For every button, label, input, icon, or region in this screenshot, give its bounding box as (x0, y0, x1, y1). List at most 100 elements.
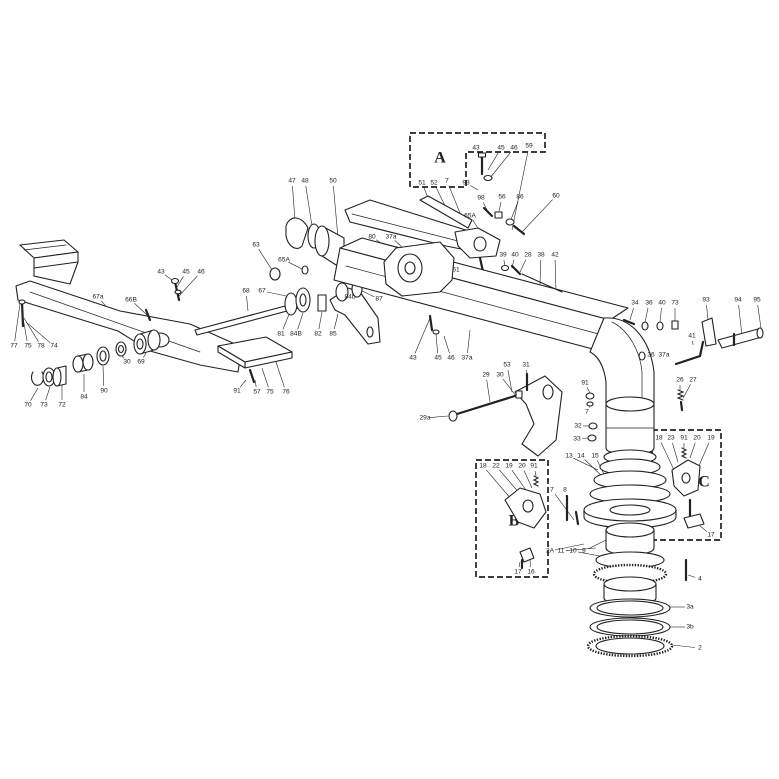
leader-line (511, 469, 527, 491)
part-number-label: 26 (676, 377, 684, 384)
hub-bore (136, 338, 144, 350)
part-number-label: 11 (558, 548, 565, 555)
leader-line (586, 387, 591, 394)
leader-line (699, 525, 708, 533)
leader-line (689, 442, 696, 459)
part-number-label: 85 (329, 331, 337, 338)
part-number-label: 91 (530, 463, 538, 470)
detail-b-bracket-hole (522, 499, 534, 513)
leader-line (534, 470, 537, 477)
foot-plate-rib (23, 244, 67, 251)
part-number-label: 43 (409, 355, 417, 362)
leader-line (659, 307, 662, 323)
boom-nut (500, 264, 510, 272)
part-number-label: 18 (655, 435, 663, 442)
part-number-label: 15 (591, 453, 599, 460)
part-number-label: 72 (58, 402, 66, 409)
detail-b-clip (519, 547, 535, 563)
leader-line (697, 442, 710, 469)
detail-a-pin (482, 206, 494, 218)
swivel-washer-2 (587, 434, 597, 442)
leader-line (176, 276, 184, 288)
spacer-hole (117, 344, 125, 354)
part-number-label: 84 (80, 394, 88, 401)
leader-line (275, 361, 285, 388)
part-number-label: 65A (278, 257, 290, 264)
leader-line (682, 384, 691, 399)
part-number-label: 17 (707, 532, 715, 539)
part-number-label: 74 (50, 343, 58, 350)
part-number-label: 19 (505, 463, 513, 470)
bent-rod (674, 340, 705, 366)
detail-a-block (494, 211, 503, 219)
part-number-label: 7 (585, 409, 589, 416)
part-number-label: 73 (40, 402, 48, 409)
part-number-label: 91 (581, 380, 589, 387)
part-number-label: 94 (734, 297, 742, 304)
upper-arm-edge (351, 213, 463, 243)
leader-line (164, 274, 173, 281)
pedal-bolt (248, 368, 256, 384)
bracket-block (317, 294, 327, 312)
part-number-label: 67a (92, 294, 103, 301)
part-number-label: 18 (479, 463, 487, 470)
part-number-label: 13 (565, 453, 573, 460)
part-number-label: 46 (510, 145, 518, 152)
leader-line (706, 304, 709, 321)
leader-line (333, 313, 339, 330)
leader-line (672, 442, 679, 463)
leader-line (577, 551, 601, 557)
detail-a-washer (505, 218, 515, 226)
part-number-label: 52 (430, 180, 438, 187)
part-number-label: 3b (686, 624, 694, 631)
leader-line (239, 379, 247, 388)
leader-line (489, 151, 512, 179)
rod-ring (269, 267, 281, 281)
leader-line (435, 333, 438, 354)
detail-c-spring (680, 447, 688, 459)
bracket-eye (542, 384, 554, 400)
leader-line (45, 386, 51, 401)
detail-a-screw-head (477, 152, 487, 158)
part-number-label: 68 (242, 288, 250, 295)
leader-line (507, 369, 513, 393)
leader-line (178, 275, 198, 297)
boom-elbow (589, 317, 655, 405)
boom-end-hardware (622, 317, 764, 412)
part-number-label: 39 (499, 252, 507, 259)
end-bolt (622, 318, 636, 326)
boom-screw (428, 314, 434, 332)
leader-line (757, 304, 762, 329)
part-number-label: 81 (277, 331, 285, 338)
leader-line (143, 352, 147, 358)
part-number-label: 3a (686, 604, 694, 611)
leader-line (414, 317, 431, 354)
bracket-slot (366, 326, 374, 338)
end-nut (656, 321, 664, 331)
main-boom-tube (333, 237, 655, 405)
boom-tie-rod (521, 273, 563, 293)
hub-end (147, 329, 161, 351)
leader-line (671, 644, 696, 648)
part-number-label: 65A (464, 213, 476, 220)
leader-line (429, 415, 449, 418)
leader-line (102, 365, 105, 387)
part-number-label: 46 (197, 269, 205, 276)
leader-line (687, 574, 696, 578)
bushing-face (52, 367, 62, 387)
leader-lines (14, 150, 762, 648)
detail-callout-b: B (509, 513, 520, 530)
detail-callout-a: A (434, 150, 446, 167)
part-number-label: 91 (680, 435, 688, 442)
bracket-body (514, 375, 563, 457)
detail-a-bolt (512, 224, 526, 236)
part-number-label: 75 (266, 389, 274, 396)
linkage-cylinder (717, 328, 763, 349)
part-number-label: 31 (522, 362, 530, 369)
part-number-label: 33 (573, 436, 581, 443)
leader-line (738, 304, 743, 337)
leader-line (518, 561, 521, 568)
part-number-label: 30 (496, 372, 504, 379)
part-number-label: 19 (707, 435, 715, 442)
